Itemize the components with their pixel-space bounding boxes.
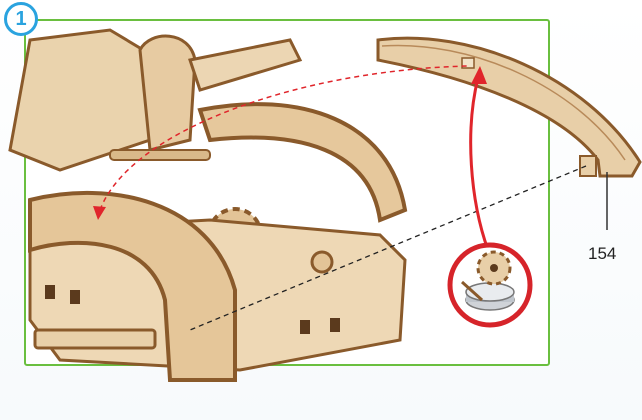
step-number-badge: 1 bbox=[4, 2, 38, 36]
red-arrow bbox=[471, 78, 488, 250]
part-number-label: 154 bbox=[588, 244, 616, 264]
gear-icon bbox=[478, 252, 510, 284]
wooden-model bbox=[10, 30, 405, 380]
part-154-arch bbox=[378, 38, 640, 176]
step-number: 1 bbox=[15, 8, 26, 31]
glue-detail bbox=[450, 245, 530, 325]
